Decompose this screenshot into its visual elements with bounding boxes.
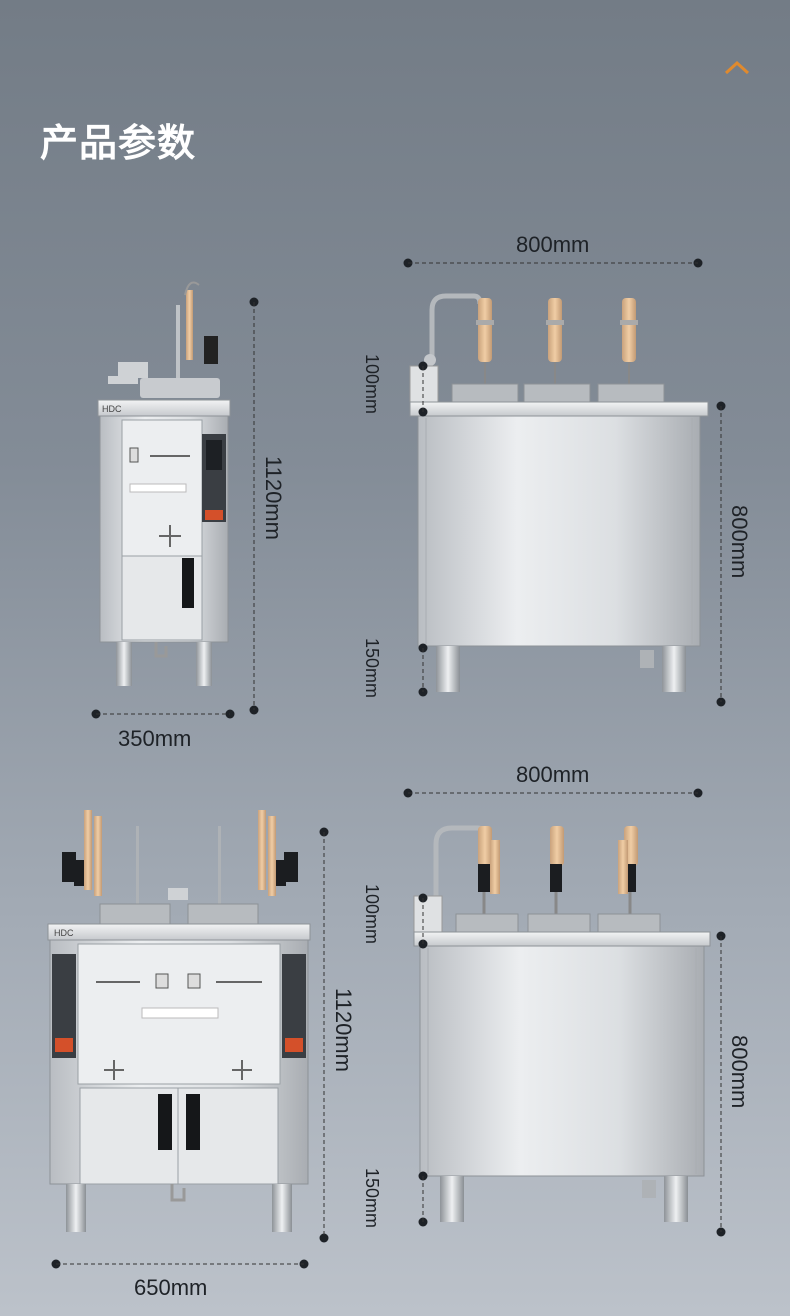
product4-dimension-lines — [403, 788, 726, 1237]
product1-width-label: 350mm — [118, 726, 192, 751]
product2-body-label: 800mm — [727, 505, 752, 579]
product2-machine — [409, 293, 709, 692]
product4-top-label: 100mm — [362, 884, 382, 945]
product4-width-label: 800mm — [516, 762, 590, 787]
product3-machine: HDC — [47, 810, 311, 1232]
product1-height-label: 1120mm — [261, 456, 286, 540]
product2-width-label: 800mm — [516, 232, 590, 257]
brand-logo: HDC — [102, 404, 122, 414]
product4-body-label: 800mm — [727, 1035, 752, 1109]
product4-machine — [413, 825, 711, 1222]
product4-leg-label: 150mm — [362, 1168, 382, 1229]
product2-top-label: 100mm — [362, 354, 382, 415]
product1-machine: HDC — [97, 281, 231, 686]
chevron-up-icon[interactable] — [724, 60, 750, 76]
page-title: 产品参数 — [40, 121, 197, 165]
brand-logo-2: HDC — [54, 928, 74, 938]
product3-width-label: 650mm — [134, 1275, 208, 1300]
product3-height-label: 1120mm — [331, 988, 356, 1072]
product1-dimension-lines — [91, 297, 259, 719]
product2-dimension-lines — [403, 258, 726, 707]
product2-leg-label: 150mm — [362, 638, 382, 699]
product3-dimension-lines — [51, 827, 329, 1269]
